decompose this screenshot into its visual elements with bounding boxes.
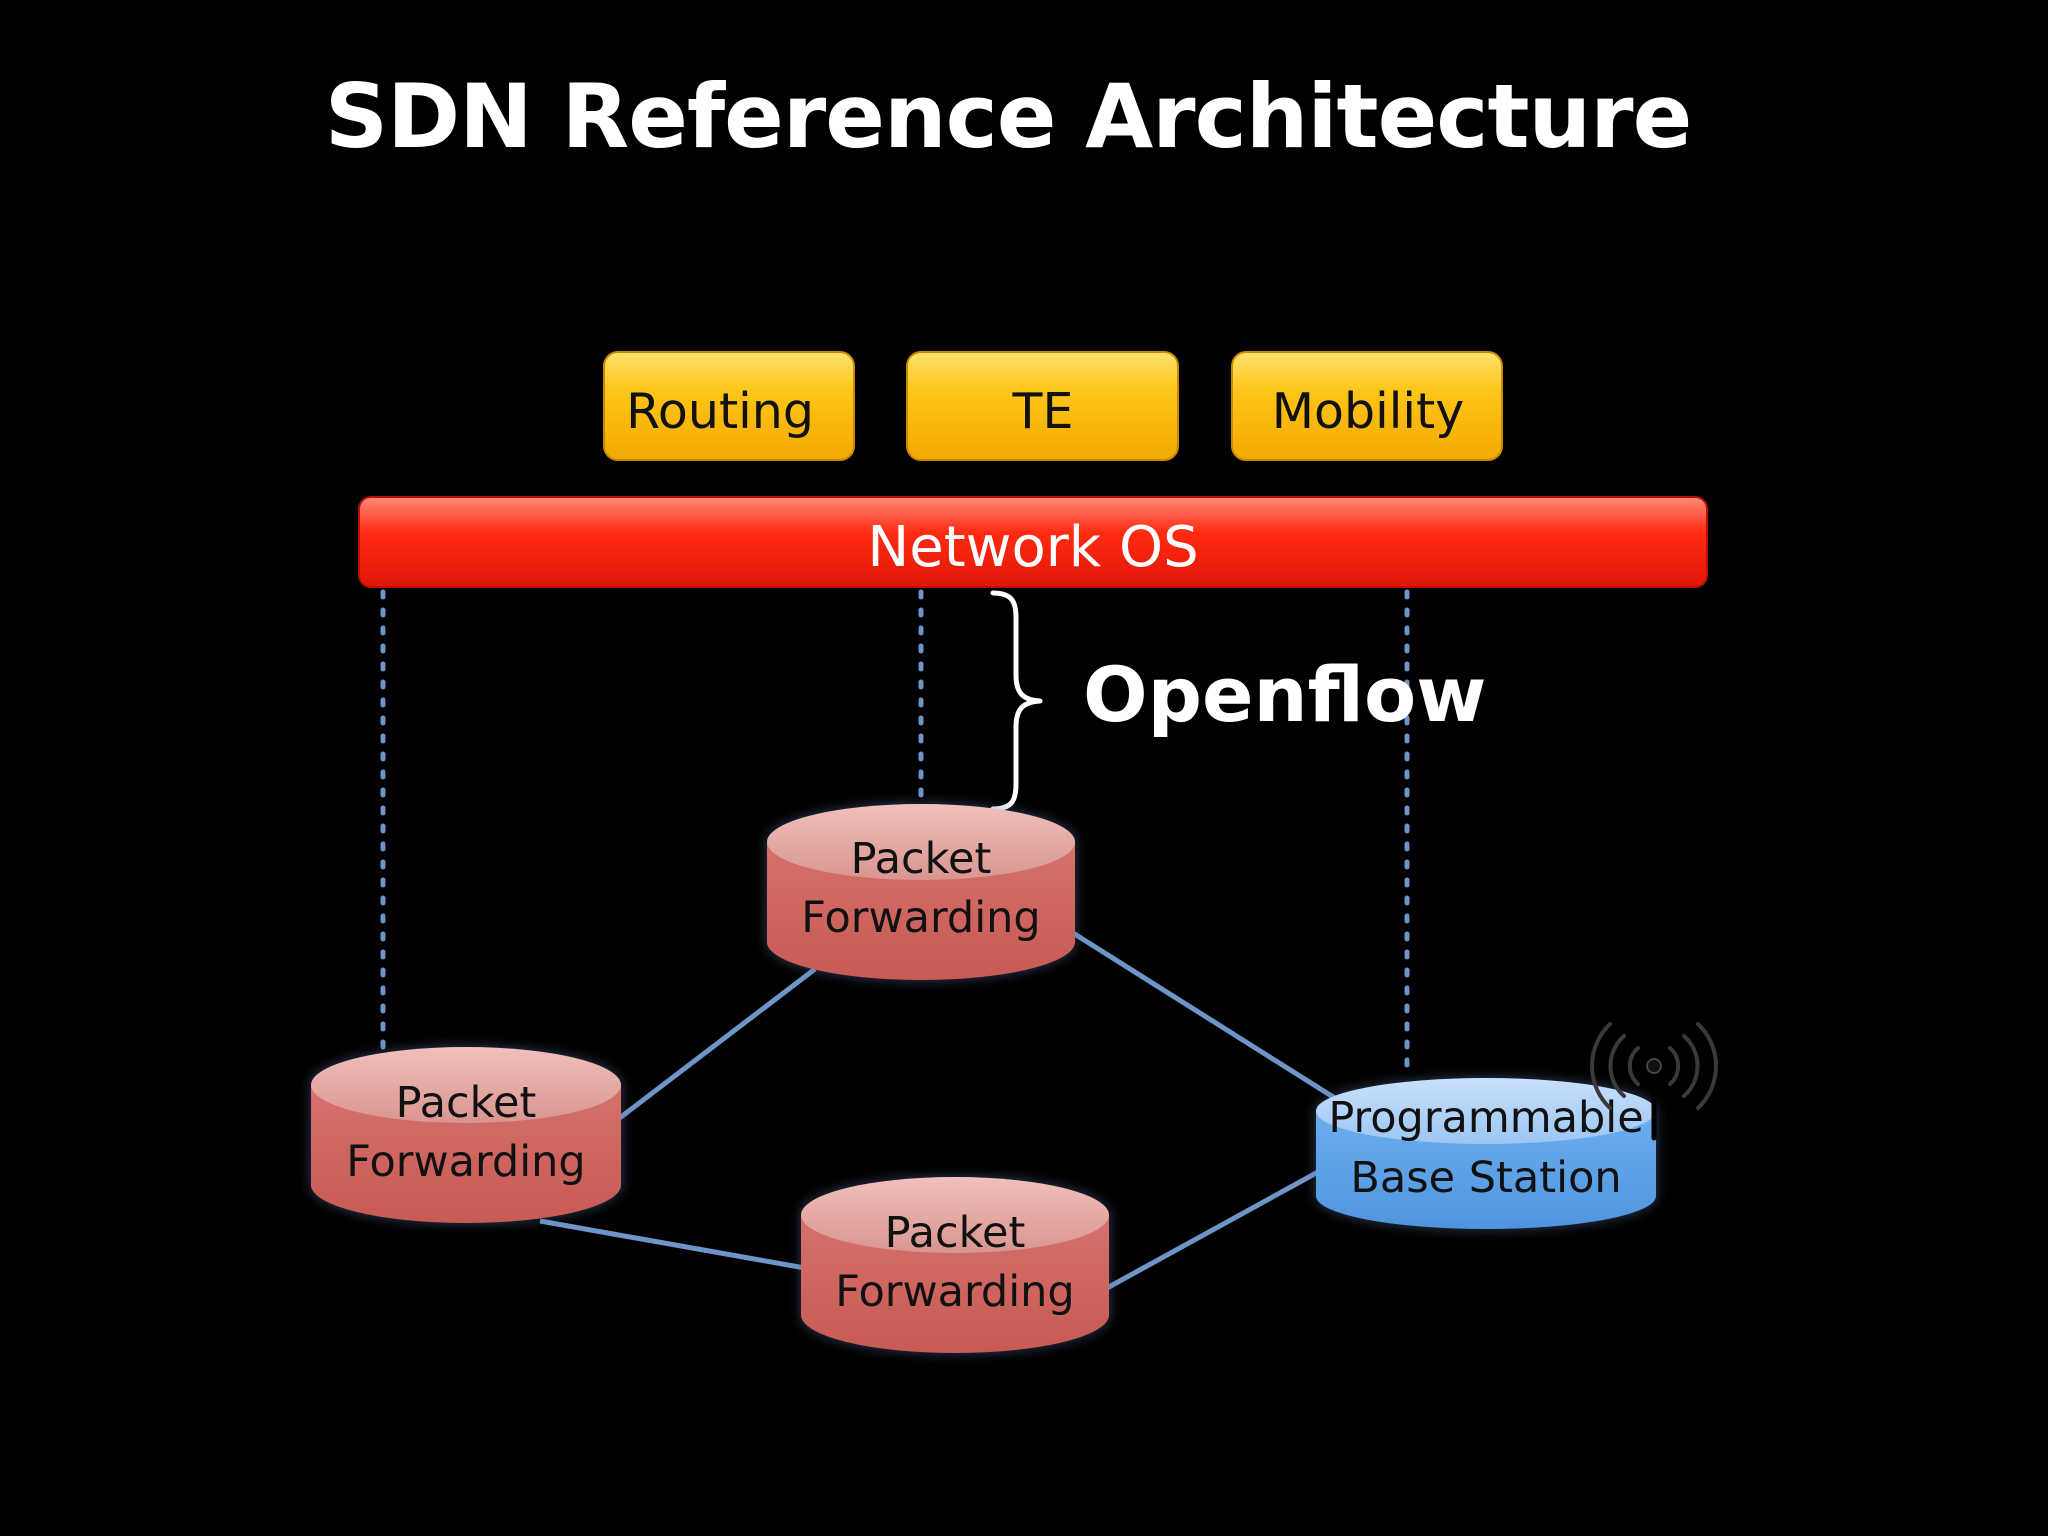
packet-forwarding-node-left [311, 1047, 621, 1223]
packet-forwarding-node-bottom [801, 1177, 1109, 1353]
base-station-line1: Programmable [1328, 1093, 1643, 1143]
network-os-bar: Network OS [358, 496, 1708, 588]
slide-title: SDN Reference Architecture [324, 65, 1693, 168]
openflow-label: Openflow [1083, 650, 1486, 739]
node-left-line1: Packet [396, 1078, 537, 1128]
app-label-mobility: Mobility [1272, 383, 1464, 440]
base-station-node [1316, 1078, 1656, 1229]
node-top-line1: Packet [851, 834, 992, 884]
link-top-basestation [1071, 930, 1340, 1103]
network-os-label: Network OS [867, 515, 1198, 580]
link-bottom-basestation [1105, 1169, 1320, 1291]
app-box-te: TE [906, 351, 1179, 461]
node-bottom-line2: Forwarding [835, 1267, 1074, 1317]
radio-antenna-icon [1590, 1022, 1718, 1141]
app-label-routing: Routing [626, 383, 814, 440]
app-box-routing: Routing [603, 351, 855, 461]
packet-forwarding-node-top [767, 804, 1075, 980]
app-box-mobility: Mobility [1231, 351, 1503, 461]
node-bottom-line1: Packet [885, 1208, 1026, 1258]
link-left-bottom [539, 1218, 806, 1271]
node-top-line2: Forwarding [801, 893, 1040, 943]
node-left-line2: Forwarding [346, 1137, 585, 1187]
base-station-line2: Base Station [1350, 1153, 1621, 1203]
app-label-te: TE [1012, 383, 1074, 440]
curly-brace-icon [990, 590, 1043, 812]
link-top-left [615, 967, 817, 1122]
